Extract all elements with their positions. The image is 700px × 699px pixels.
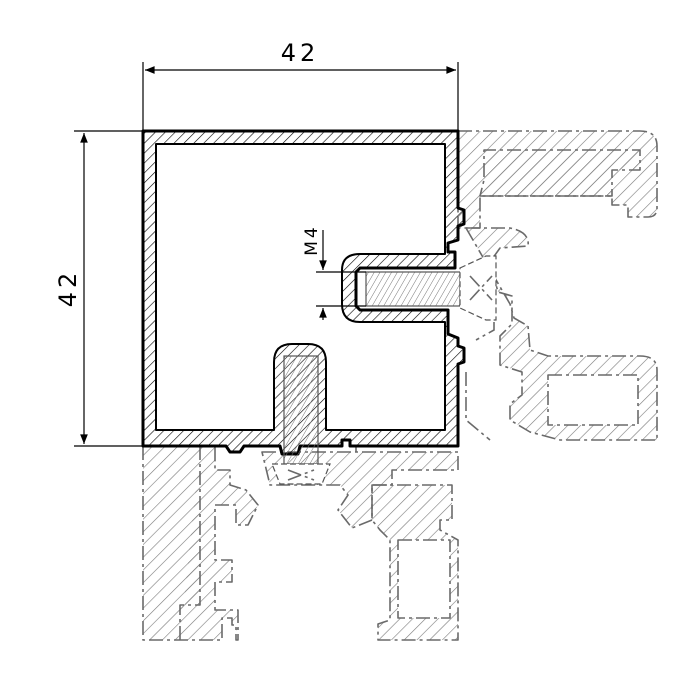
width-dimension-label: 42 bbox=[281, 39, 320, 67]
screw-vertical bbox=[271, 355, 331, 485]
height-dimension: 42 bbox=[54, 130, 143, 447]
thread-dimension: M4 bbox=[302, 224, 366, 320]
adjacent-profile-right bbox=[457, 130, 658, 441]
main-profile-section bbox=[141, 129, 466, 456]
thread-dimension-label: M4 bbox=[302, 224, 322, 255]
screw-horizontal bbox=[365, 255, 497, 321]
height-dimension-label: 42 bbox=[54, 269, 82, 308]
width-dimension: 42 bbox=[142, 39, 459, 131]
